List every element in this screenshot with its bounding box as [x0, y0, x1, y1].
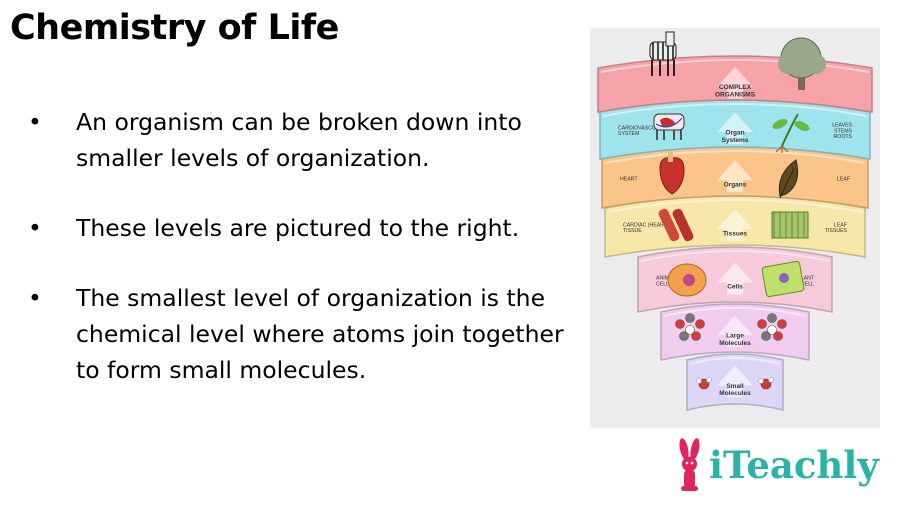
iteachly-logo: iTeachly	[673, 437, 888, 495]
level-left-label: CARDIAC (HEART)TISSUE	[623, 222, 669, 234]
zebra-icon	[649, 31, 677, 76]
bunny-icon	[679, 438, 700, 491]
page-title: Chemistry of Life	[10, 8, 339, 48]
bullet-text: The smallest level of organization is th…	[76, 284, 564, 384]
up-arrow-icon	[717, 209, 753, 242]
level-band-highlight	[604, 150, 866, 164]
bullet-item: • These levels are pictured to the right…	[28, 210, 588, 246]
large-molecule-icon	[675, 313, 705, 341]
up-arrow-icon	[717, 365, 753, 398]
level-band-highlight	[600, 59, 870, 73]
up-arrow-icon	[717, 112, 753, 145]
up-arrow-icon	[717, 66, 753, 99]
up-arrow-icon	[717, 160, 753, 193]
animal-cell-icon	[667, 263, 707, 297]
small-molecule-icon	[696, 377, 712, 390]
organ-system-zebra-icon	[653, 113, 685, 140]
level-center-label: Tissues	[723, 230, 747, 237]
level-center-label: Organs	[724, 181, 747, 188]
level-left-label: HEART	[620, 176, 638, 182]
level-right-label: LEAF	[837, 176, 850, 182]
bullet-item: • The smallest level of organization is …	[28, 280, 588, 388]
leaf-icon	[778, 159, 799, 199]
logo-text: iTeachly	[709, 443, 879, 487]
heart-icon	[659, 152, 685, 195]
level-band-highlight	[607, 199, 863, 213]
cardiac-tissue-icon	[658, 208, 694, 242]
bullet-item: • An organism can be broken down into sm…	[28, 104, 588, 176]
plant-icon	[772, 113, 810, 153]
level-center-label: Cells	[727, 284, 743, 291]
level-band-highlight	[689, 357, 781, 365]
level-band-highlight	[602, 103, 868, 117]
bullet-text: These levels are pictured to the right.	[76, 214, 520, 242]
level-band-highlight	[663, 307, 807, 317]
leaf-tissue-icon	[771, 211, 809, 239]
bullet-text: An organism can be broken down into smal…	[76, 108, 522, 172]
bullet-dot: •	[28, 108, 42, 136]
bullet-dot: •	[28, 284, 42, 312]
bullet-dot: •	[28, 214, 42, 242]
small-molecule-icon	[758, 377, 774, 390]
bullet-list: • An organism can be broken down into sm…	[28, 104, 588, 422]
large-molecule-icon	[757, 313, 787, 341]
up-arrow-icon	[717, 262, 753, 295]
up-arrow-icon	[717, 315, 753, 348]
tree-icon	[778, 37, 826, 90]
level-band-highlight	[640, 250, 830, 262]
plant-cell-icon	[761, 260, 805, 298]
